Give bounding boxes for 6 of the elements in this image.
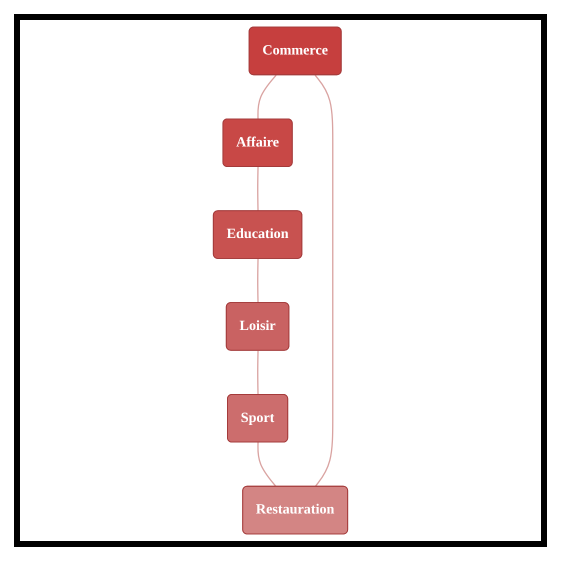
- connector: [257, 258, 259, 304]
- connector: [257, 350, 259, 395]
- connector: [314, 74, 334, 488]
- connector: [257, 167, 259, 212]
- connector: [257, 442, 277, 488]
- connector: [257, 74, 277, 120]
